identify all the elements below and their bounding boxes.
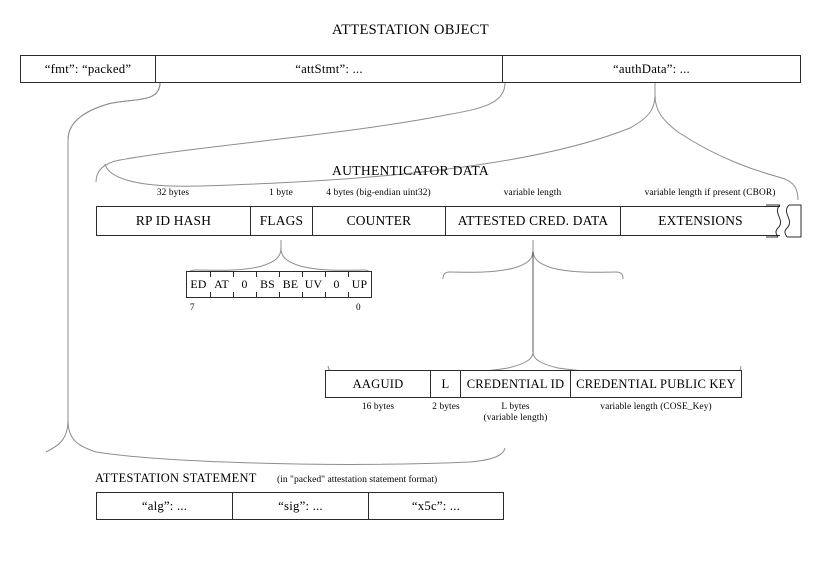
flag-bit-1[interactable]: 0 (325, 272, 348, 297)
field-extensions[interactable]: EXTENSIONS (620, 206, 780, 236)
flag-bit-5[interactable]: 0 (233, 272, 256, 297)
field-counter[interactable]: COUNTER (312, 206, 446, 236)
page-title: ATTESTATION OBJECT (332, 22, 489, 38)
field-authdata-label: “authData”: ... (613, 61, 690, 76)
size-label-attested-cred-data: variable length (503, 188, 562, 198)
truncation-break-icon (766, 204, 802, 238)
field-extensions-label: EXTENSIONS (658, 213, 743, 228)
flag-bit-2-label: UV (304, 277, 323, 291)
size-label-credential-id-2: (variable length) (483, 413, 548, 423)
field-credential-public-key[interactable]: CREDENTIAL PUBLIC KEY (570, 370, 742, 398)
field-aaguid[interactable]: AAGUID (325, 370, 431, 398)
size-label-extensions: variable length if present (CBOR) (644, 188, 776, 198)
field-attstmt-label: “attStmt”: ... (295, 61, 363, 76)
attestation-statement-heading: ATTESTATION STATEMENT (95, 471, 257, 485)
field-fmt[interactable]: “fmt”: “packed” (20, 55, 156, 83)
field-attested-cred-data[interactable]: ATTESTED CRED. DATA (445, 206, 621, 236)
field-credential-id[interactable]: CREDENTIAL ID (460, 370, 571, 398)
field-l[interactable]: L (430, 370, 461, 398)
field-x5c[interactable]: “x5c”: ... (368, 492, 504, 520)
flag-bit-6[interactable]: AT (210, 272, 233, 297)
field-l-label: L (441, 376, 450, 391)
field-authdata[interactable]: “authData”: ... (502, 55, 801, 83)
flags-msb-index: 7 (190, 302, 195, 312)
field-attested-cred-data-label: ATTESTED CRED. DATA (457, 213, 609, 228)
flag-bit-3[interactable]: BE (279, 272, 302, 297)
field-attstmt[interactable]: “attStmt”: ... (155, 55, 503, 83)
size-label-flags: 1 byte (269, 188, 293, 198)
flag-bit-3-label: BE (282, 277, 299, 291)
size-label-l: 2 bytes (432, 402, 460, 412)
field-flags-label: FLAGS (259, 213, 304, 228)
field-counter-label: COUNTER (346, 213, 412, 228)
flag-bit-7-label: ED (190, 277, 207, 291)
field-aaguid-label: AAGUID (352, 376, 404, 391)
field-fmt-label: “fmt”: “packed” (44, 61, 132, 76)
flag-bit-5-label: 0 (241, 277, 248, 291)
field-x5c-label: “x5c”: ... (411, 498, 461, 513)
flag-bit-4-label: BS (260, 277, 275, 291)
flag-bit-4[interactable]: BS (256, 272, 279, 297)
size-label-aaguid: 16 bytes (361, 402, 395, 412)
field-rp-id-hash[interactable]: RP ID HASH (96, 206, 251, 236)
field-sig[interactable]: “sig”: ... (232, 492, 369, 520)
attestation-statement-subheading: (in "packed" attestation statement forma… (277, 474, 438, 485)
size-label-rpidhash: 32 bytes (156, 188, 190, 198)
field-credential-id-label: CREDENTIAL ID (466, 376, 565, 391)
flag-bit-1-label: 0 (333, 277, 340, 291)
field-alg-label: “alg”: ... (141, 498, 188, 513)
flag-bit-6-label: AT (214, 277, 229, 291)
field-flags[interactable]: FLAGS (250, 206, 313, 236)
flag-bit-2[interactable]: UV (302, 272, 325, 297)
field-sig-label: “sig”: ... (278, 498, 323, 513)
field-alg[interactable]: “alg”: ... (96, 492, 233, 520)
field-credential-public-key-label: CREDENTIAL PUBLIC KEY (576, 376, 736, 391)
flags-byte-box[interactable]: ED AT 0 BS BE UV 0 UP (186, 271, 372, 298)
flag-bit-0-label: UP (351, 277, 368, 291)
flag-bit-0[interactable]: UP (348, 272, 371, 297)
field-rp-id-hash-label: RP ID HASH (135, 213, 212, 228)
authenticator-data-heading: AUTHENTICATOR DATA (332, 163, 489, 178)
size-label-credential-public-key: variable length (COSE_Key) (600, 402, 712, 412)
size-label-counter: 4 bytes (big-endian uint32) (326, 188, 431, 198)
size-label-credential-id: L bytes (501, 402, 530, 412)
flag-bit-7[interactable]: ED (187, 272, 210, 297)
flags-lsb-index: 0 (356, 302, 361, 312)
